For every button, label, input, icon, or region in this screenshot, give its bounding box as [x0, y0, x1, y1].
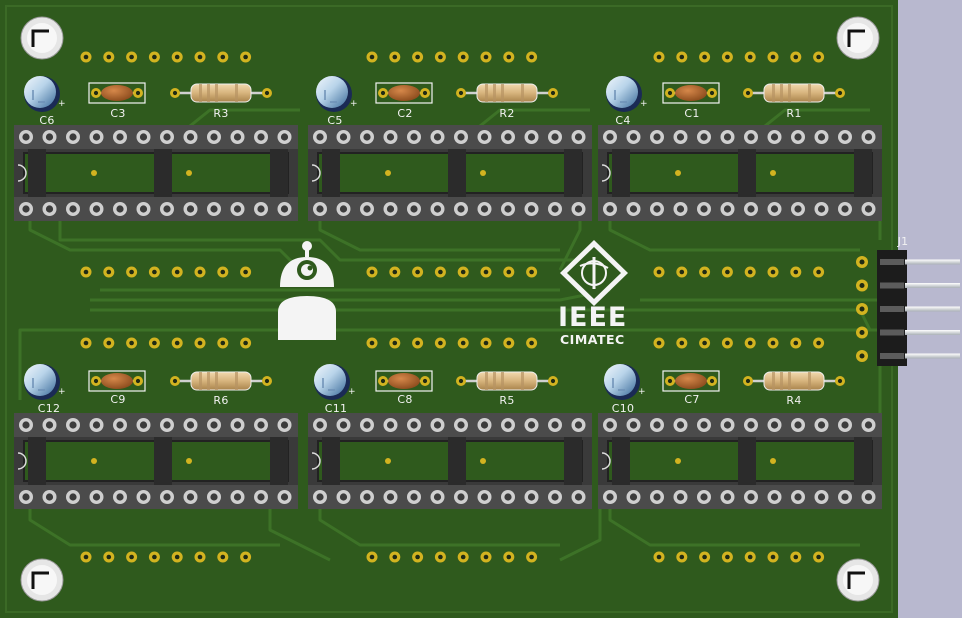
ic-socket [14, 125, 298, 221]
ic-socket [598, 413, 882, 509]
label-r5: R5 [499, 394, 515, 407]
label-c1: C1 [684, 107, 700, 120]
electrolytic-capacitor: + [316, 76, 358, 112]
ceramic-capacitor [88, 370, 146, 392]
label-c2: C2 [397, 107, 413, 120]
ic-socket [598, 125, 882, 221]
label-c4: C4 [615, 114, 631, 127]
mounting-hole [20, 558, 64, 602]
svg-text:+: + [640, 99, 648, 109]
label-c12: C12 [37, 402, 61, 415]
label-c10: C10 [611, 402, 635, 415]
label-r4: R4 [786, 394, 802, 407]
svg-text:+: + [58, 99, 66, 109]
ceramic-capacitor [662, 370, 720, 392]
pin-header-j1 [877, 250, 960, 366]
resistor [175, 83, 267, 103]
ceramic-capacitor [375, 370, 433, 392]
electrolytic-capacitor: + [24, 364, 66, 400]
label-c8: C8 [397, 393, 413, 406]
ic-socket [14, 413, 298, 509]
electrolytic-capacitor: + [24, 76, 66, 112]
label-r6: R6 [213, 394, 229, 407]
svg-text:+: + [348, 387, 356, 397]
ic-socket [308, 413, 592, 509]
ieee-emblem-icon [560, 240, 628, 306]
label-r2: R2 [499, 107, 515, 120]
resistor [748, 83, 840, 103]
label-c9: C9 [110, 393, 126, 406]
label-r3: R3 [213, 107, 229, 120]
svg-text:+: + [58, 387, 66, 397]
mounting-hole [836, 16, 880, 60]
svg-text:+: + [350, 99, 358, 109]
electrolytic-capacitor: + [606, 76, 648, 112]
ceramic-capacitor [662, 82, 720, 104]
resistor [175, 371, 267, 391]
resistor [461, 371, 553, 391]
ic-socket [308, 125, 592, 221]
copper-trace [18, 328, 880, 400]
resistor [461, 83, 553, 103]
mounting-hole [836, 558, 880, 602]
copper-trace [58, 220, 580, 262]
electrolytic-capacitor: + [314, 364, 356, 400]
ceramic-capacitor [88, 82, 146, 104]
mounting-hole [20, 16, 64, 60]
ceramic-capacitor [375, 82, 433, 104]
electrolytic-capacitor: + [604, 364, 646, 400]
label-c11: C11 [324, 402, 348, 415]
robot-logo-icon [278, 241, 336, 340]
logo-text-cimatec: CIMATEC [560, 332, 625, 347]
label-c3: C3 [110, 107, 126, 120]
label-c7: C7 [684, 393, 700, 406]
label-c5: C5 [327, 114, 343, 127]
label-c6: C6 [39, 114, 55, 127]
resistor [748, 371, 840, 391]
svg-text:+: + [638, 387, 646, 397]
label-j1: J1 [897, 235, 909, 248]
logo-text-ieee: IEEE [558, 302, 628, 333]
label-r1: R1 [786, 107, 802, 120]
